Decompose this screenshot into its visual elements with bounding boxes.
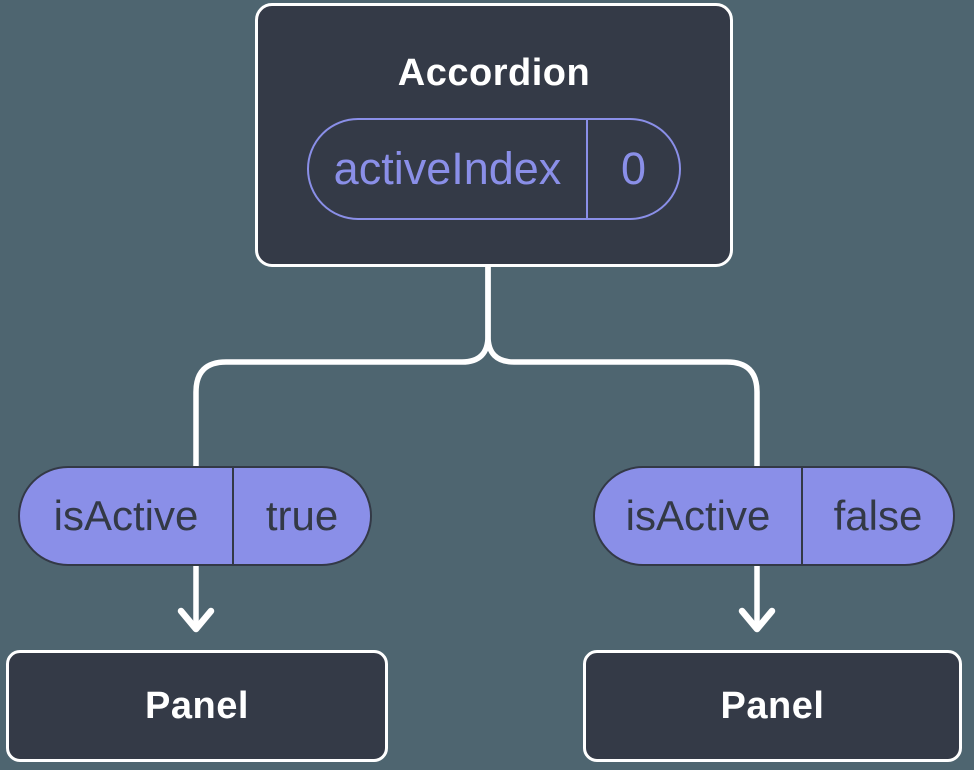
left-arrow-head-icon bbox=[177, 607, 215, 633]
right-branch-line bbox=[485, 263, 760, 471]
prop-pill-is-active-false: isActive false bbox=[593, 466, 955, 566]
prop-pill-value: true bbox=[265, 492, 339, 539]
prop-pill-name: isActive bbox=[20, 468, 234, 564]
prop-pill-name: isActive bbox=[595, 468, 803, 564]
state-pill-name: activeIndex bbox=[309, 119, 588, 218]
panel-node-right: Panel bbox=[583, 650, 962, 762]
prop-pill-value: false bbox=[833, 492, 923, 539]
state-pill-value: 0 bbox=[620, 142, 647, 194]
accordion-node: Accordion activeIndex 0 bbox=[255, 3, 733, 267]
accordion-node-title: Accordion bbox=[397, 51, 591, 94]
prop-pill-is-active-true: isActive true bbox=[18, 466, 372, 566]
panel-node-title: Panel bbox=[720, 684, 825, 727]
right-arrow-head-icon bbox=[738, 607, 776, 633]
state-pill: activeIndex 0 bbox=[307, 117, 681, 220]
panel-node-left: Panel bbox=[6, 650, 388, 762]
panel-node-title: Panel bbox=[145, 684, 249, 727]
left-branch-line bbox=[193, 263, 491, 471]
